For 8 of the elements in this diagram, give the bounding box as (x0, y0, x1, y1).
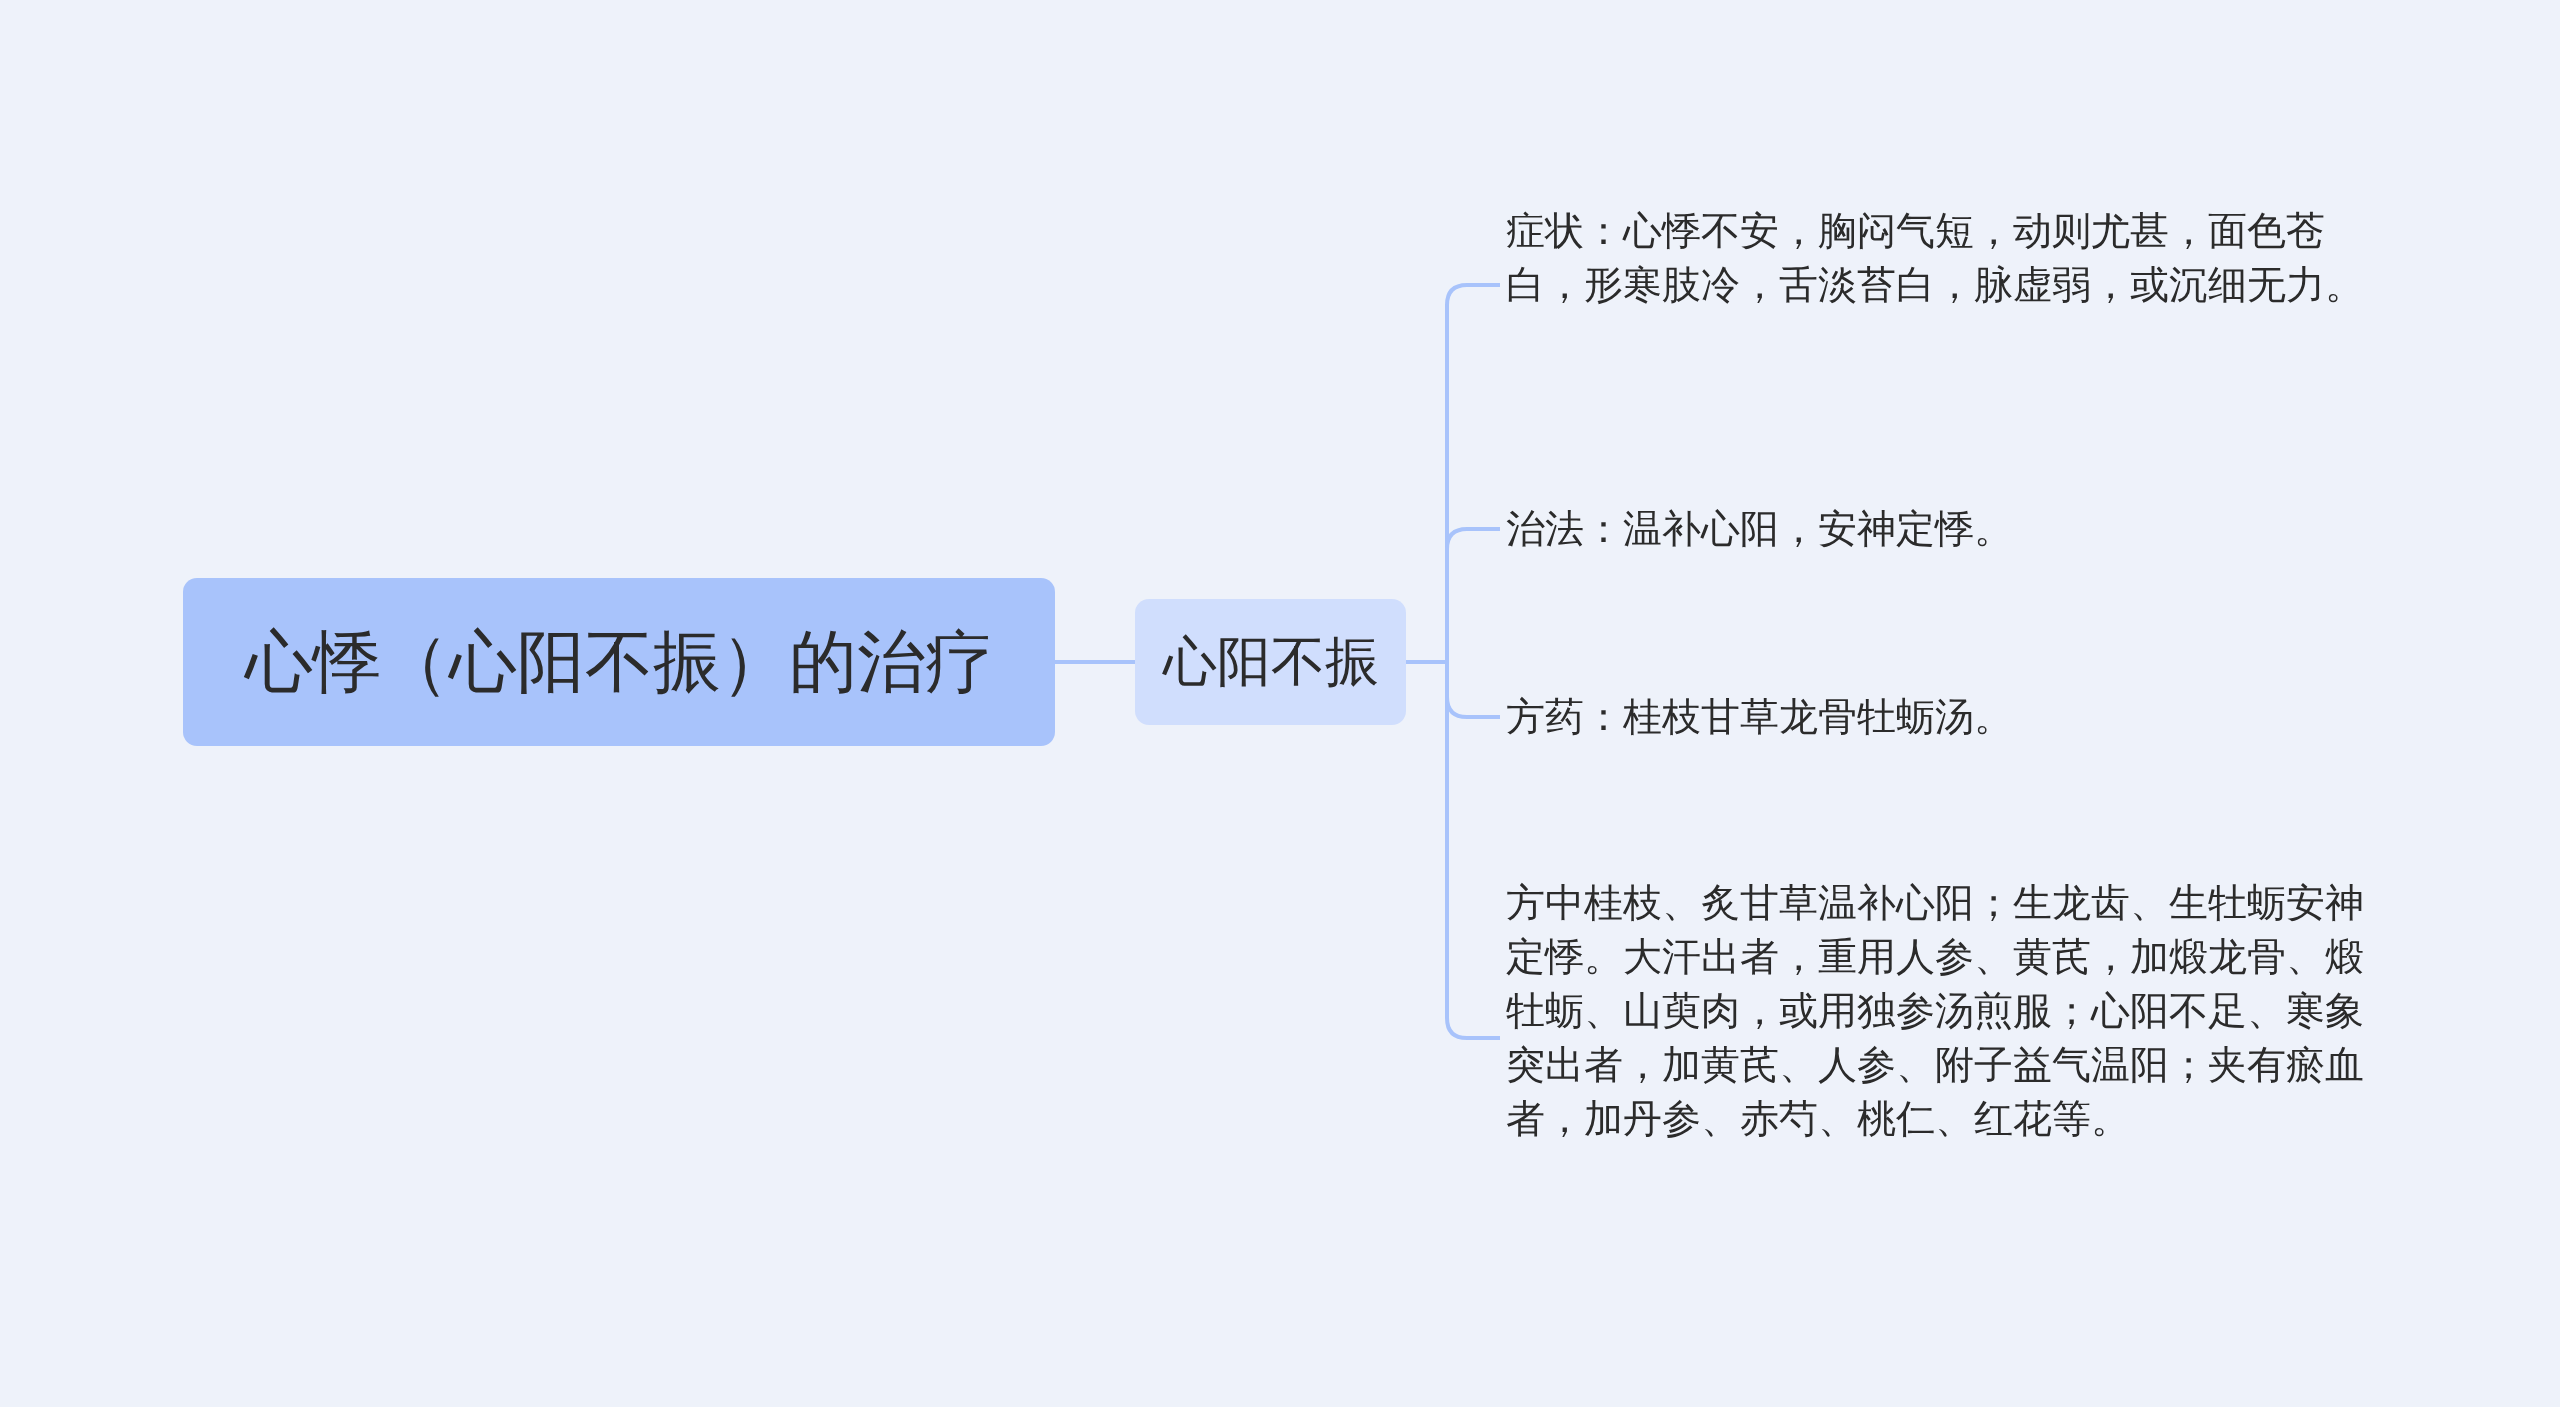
topic-box: 心阳不振 (1135, 599, 1406, 725)
leaf-text: 方中桂枝、炙甘草温补心阳；生龙齿、生牡蛎安神定悸。大汗出者，重用人参、黄芪，加煅龙骨、煅牡蛎、山萸肉，或用独参汤煎服；心阳不足、寒象突出者，加黄芪、人参、附子益气温阳；夹有瘀血者，加丹参、赤芍、桃仁、红花等。 (1506, 876, 2376, 1200)
leaf-text: 方药：桂枝甘草龙骨牡蛎汤。 (1506, 690, 2376, 744)
leaf-text: 治法：温补心阳，安神定悸。 (1506, 502, 2376, 556)
connector-line (1055, 660, 1135, 664)
connector-line (1406, 660, 1500, 1040)
leaf-text: 症状：心悸不安，胸闷气短，动则尤甚，面色苍白，形寒肢冷，舌淡苔白，脉虚弱，或沉细无力。 (1506, 204, 2376, 366)
root-topic-box: 心悸（心阳不振）的治疗 (183, 578, 1055, 746)
